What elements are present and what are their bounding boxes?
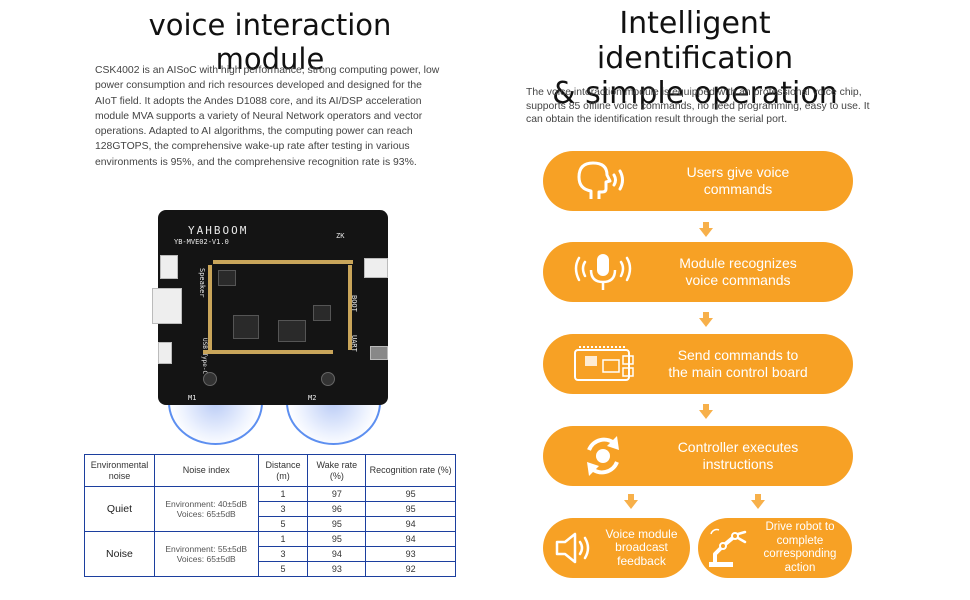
cell-recognition: 94 bbox=[365, 516, 456, 532]
module-board-image: YAHBOOM YB-MVE02-V1.0 ZK Speaker BOOT UA… bbox=[152, 210, 388, 445]
header-recognition-rate: Recognition rate (%) bbox=[365, 454, 456, 487]
step-controller-executes: Controller executes instructions bbox=[543, 426, 853, 486]
cell-distance: 1 bbox=[257, 531, 309, 547]
arrow-down-icon bbox=[699, 312, 713, 328]
flash-chip bbox=[218, 270, 236, 286]
cell-distance: 5 bbox=[257, 561, 309, 577]
feature-title: Intelligent identification & simple oper… bbox=[520, 6, 870, 111]
outcome-label: Voice module broadcast feedback bbox=[605, 526, 678, 568]
type-c-port bbox=[370, 346, 388, 360]
table-row: 5 93 92 bbox=[85, 561, 456, 577]
cell-recognition: 93 bbox=[365, 546, 456, 562]
board-brand: YAHBOOM bbox=[188, 224, 249, 237]
table-row: Noise Environment: 55±5dB Voices: 65±5dB… bbox=[84, 531, 456, 577]
step-label: Send commands to the main control board bbox=[668, 347, 808, 380]
step-label: Controller executes instructions bbox=[677, 439, 799, 472]
label-zk: ZK bbox=[336, 232, 345, 240]
arrow-down-icon bbox=[699, 222, 713, 238]
side-connector-left bbox=[158, 342, 172, 364]
label-usb: USB Type-C bbox=[201, 338, 208, 375]
robot-arm-icon bbox=[698, 518, 758, 578]
outcome-voice-feedback: Voice module broadcast feedback bbox=[543, 518, 690, 578]
env-quiet: Quiet bbox=[84, 486, 155, 532]
cell-wake: 93 bbox=[307, 561, 367, 577]
feature-title-line1: Intelligent identification bbox=[596, 6, 794, 76]
board-model: YB-MVE02-V1.0 bbox=[174, 238, 229, 246]
cell-wake: 97 bbox=[307, 486, 367, 502]
microphone-icon bbox=[543, 242, 663, 302]
noise-noisy: Environment: 55±5dB Voices: 65±5dB bbox=[153, 531, 259, 577]
cell-recognition: 94 bbox=[365, 531, 456, 547]
pin-header-left bbox=[208, 265, 212, 350]
speaker-connector bbox=[160, 255, 178, 279]
step-users-give-commands: Users give voice commands bbox=[543, 151, 853, 211]
cell-recognition: 95 bbox=[365, 501, 456, 517]
cell-distance: 3 bbox=[257, 546, 309, 562]
pin-header-top bbox=[213, 260, 353, 264]
label-speaker: Speaker bbox=[198, 268, 206, 298]
module-title: voice interaction module bbox=[148, 8, 392, 76]
cell-distance: 3 bbox=[257, 501, 309, 517]
usb-connector bbox=[152, 288, 182, 324]
feature-description: The voice interaction module is equipped… bbox=[526, 87, 870, 125]
cell-distance: 5 bbox=[257, 516, 309, 532]
main-chip bbox=[233, 315, 259, 339]
noise-quiet: Environment: 40±5dB Voices: 65±5dB bbox=[153, 486, 259, 532]
cycle-arrows-icon bbox=[543, 426, 663, 486]
audio-chip bbox=[313, 305, 331, 321]
cell-wake: 95 bbox=[307, 531, 367, 547]
header-distance: Distance (m) bbox=[257, 454, 309, 487]
step-label: Module recognizes voice commands bbox=[679, 255, 797, 288]
mic-m1 bbox=[203, 372, 217, 386]
cell-distance: 1 bbox=[257, 486, 309, 502]
pin-header-right bbox=[348, 265, 352, 350]
cell-recognition: 95 bbox=[365, 486, 456, 502]
arrow-down-icon bbox=[699, 404, 713, 420]
module-description: CSK4002 is an AISoC with high performanc… bbox=[95, 65, 440, 168]
speaker-icon bbox=[543, 518, 603, 578]
cell-wake: 95 bbox=[307, 516, 367, 532]
feature-title-line2: & simple operation bbox=[552, 76, 838, 111]
table-header-row: Environmental noise Noise index Distance… bbox=[84, 454, 456, 487]
speaking-head-icon bbox=[543, 151, 663, 211]
memory-chip bbox=[278, 320, 306, 342]
cell-wake: 94 bbox=[307, 546, 367, 562]
cell-recognition: 92 bbox=[365, 561, 456, 577]
step-module-recognizes: Module recognizes voice commands bbox=[543, 242, 853, 302]
side-connector-right bbox=[364, 258, 388, 278]
header-wake-rate: Wake rate (%) bbox=[307, 454, 367, 487]
outcome-robot-action: Drive robot to complete corresponding ac… bbox=[698, 518, 852, 578]
arrow-down-icon bbox=[624, 494, 638, 510]
cell-wake: 96 bbox=[307, 501, 367, 517]
arrow-down-icon bbox=[751, 494, 765, 510]
step-send-commands: Send commands to the main control board bbox=[543, 334, 853, 394]
table-row: 3 96 95 bbox=[85, 501, 456, 517]
mic-m2 bbox=[321, 372, 335, 386]
label-m2: M2 bbox=[308, 394, 317, 402]
header-noise-index: Noise index bbox=[153, 454, 259, 487]
outcome-label: Drive robot to complete corresponding ac… bbox=[763, 521, 837, 574]
pin-header-bottom bbox=[203, 350, 333, 354]
performance-table: Environmental noise Noise index Distance… bbox=[84, 454, 456, 577]
table-row: Quiet Environment: 40±5dB Voices: 65±5dB… bbox=[84, 486, 456, 532]
step-label: Users give voice commands bbox=[686, 164, 790, 197]
env-noise: Noise bbox=[84, 531, 155, 577]
header-environment: Environmental noise bbox=[84, 454, 155, 487]
control-board-icon bbox=[543, 334, 663, 394]
label-m1: M1 bbox=[188, 394, 197, 402]
circuit-board: YAHBOOM YB-MVE02-V1.0 ZK Speaker BOOT UA… bbox=[152, 210, 388, 405]
